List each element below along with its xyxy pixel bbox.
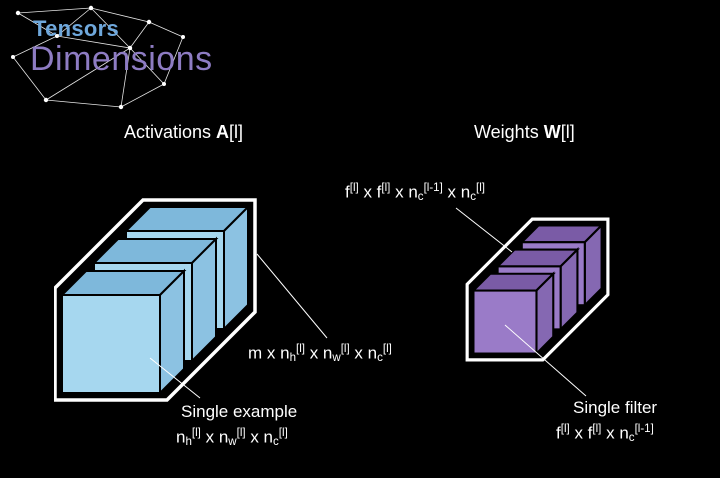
weights-heading-symbol: W bbox=[543, 122, 561, 142]
slide-kicker: Tensors bbox=[33, 16, 120, 41]
weights-cube-front bbox=[470, 271, 556, 357]
weights-stack-dimensions: f[l] x f[l] x nc[l-1] x nc[l] bbox=[345, 182, 485, 204]
weights-heading-prefix: Weights bbox=[474, 122, 544, 142]
weights-heading: Weights W[l] bbox=[474, 122, 575, 143]
activations-container-outline bbox=[54, 198, 257, 402]
activations-stack-pointer-line bbox=[256, 253, 328, 339]
slide-title: Dimensions bbox=[30, 40, 213, 78]
cube-front-face bbox=[61, 294, 161, 394]
weights-single-label: Single filter bbox=[573, 398, 658, 417]
activations-heading-prefix: Activations bbox=[124, 122, 217, 142]
activations-cube-front bbox=[59, 268, 187, 396]
weights-heading-index: [l] bbox=[560, 122, 575, 142]
activations-stack-dimensions: m x nh[l] x nw[l] x nc[l] bbox=[248, 343, 392, 365]
weights-cube-stack bbox=[465, 217, 610, 362]
activations-heading: Activations A[l] bbox=[124, 122, 243, 143]
activations-heading-index: [l] bbox=[229, 122, 244, 142]
activations-heading-symbol: A bbox=[216, 122, 230, 142]
activations-single-label: Single example bbox=[181, 402, 298, 421]
activations-cube-stack bbox=[54, 198, 257, 402]
activations-single-dimensions: nh[l] x nw[l] x nc[l] bbox=[176, 427, 288, 449]
cube-front-face bbox=[472, 289, 538, 355]
weights-single-dimensions: f[l] x f[l] x nc[l-1] bbox=[556, 423, 654, 445]
